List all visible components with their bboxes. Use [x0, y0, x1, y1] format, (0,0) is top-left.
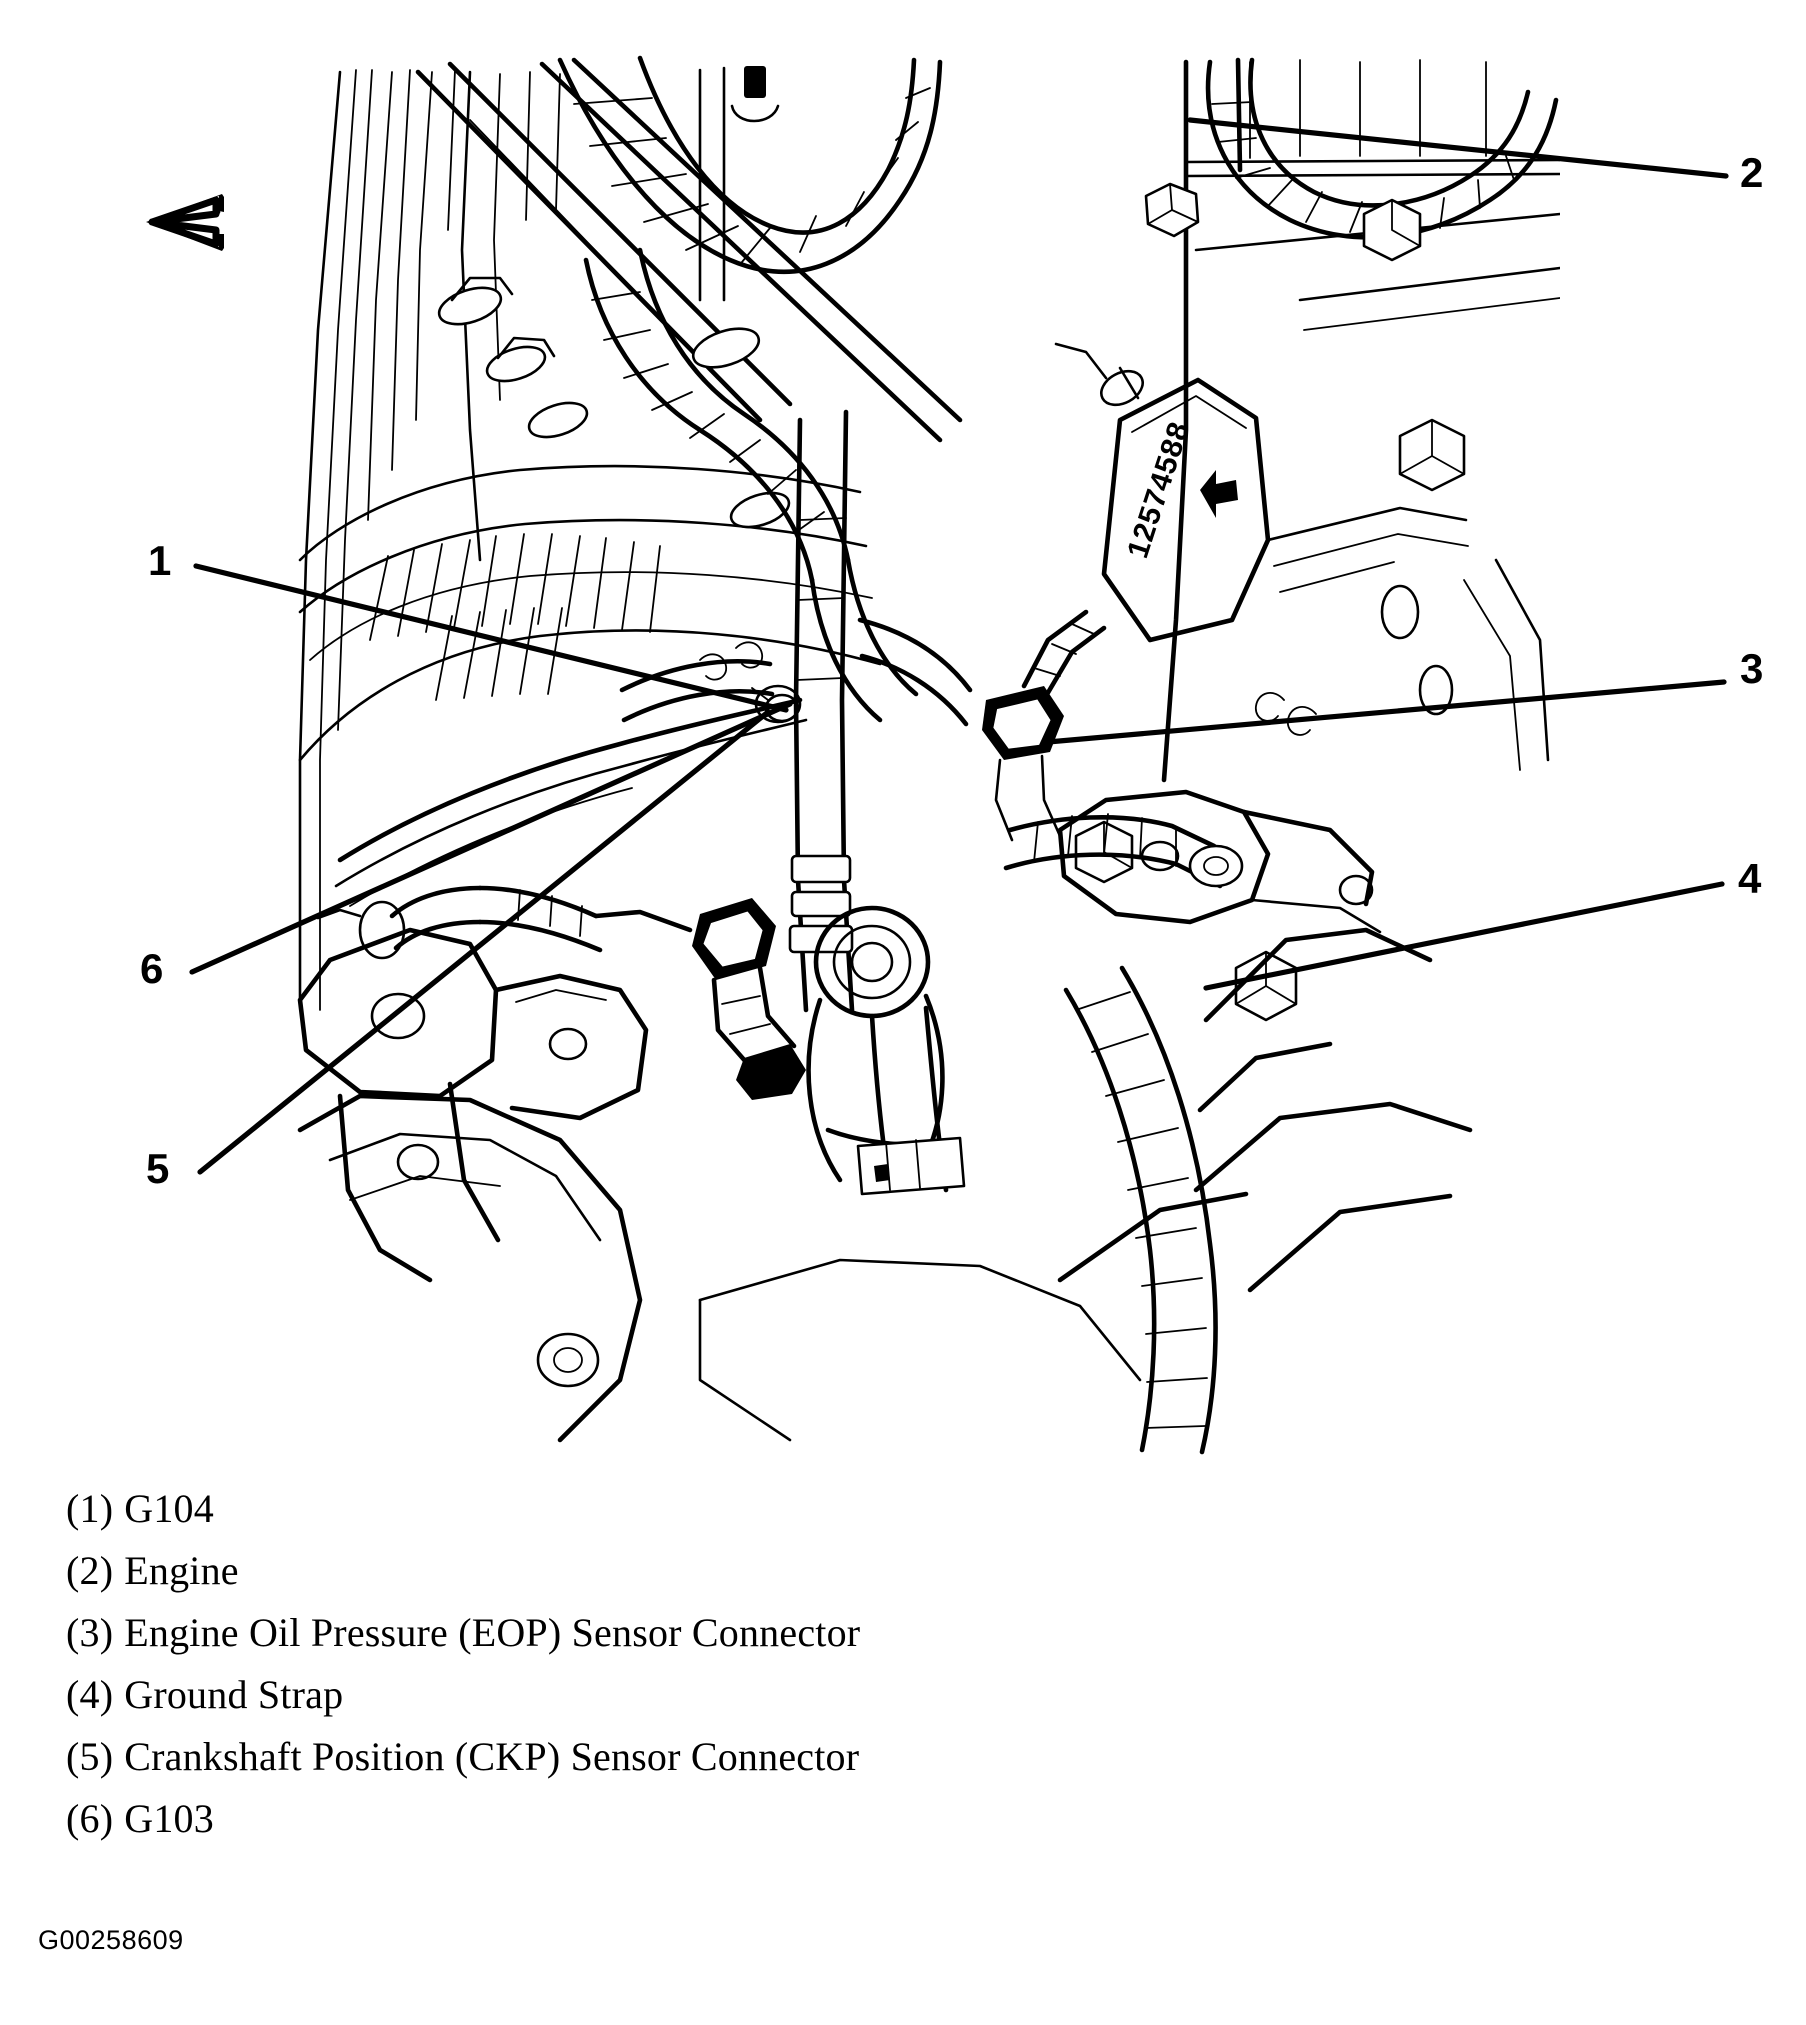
legend-index-1: (1) [66, 1486, 114, 1531]
legend-index-5: (5) [66, 1734, 114, 1779]
right-cowl [1380, 558, 1550, 771]
figure-id-text: G00258609 [38, 1925, 184, 1955]
callout-number-4: 4 [1738, 855, 1762, 902]
mount-bracket [1057, 789, 1382, 934]
callout-number-3: 3 [1740, 645, 1764, 692]
leader-line-1 [193, 563, 789, 713]
callout-number-5: 5 [146, 1145, 170, 1192]
firewall-panel [298, 69, 561, 1011]
leader-line-5 [197, 709, 771, 1175]
top-fastener [730, 66, 780, 123]
legend-index-4: (4) [66, 1672, 114, 1717]
legend-index-6: (6) [66, 1796, 114, 1841]
lower-left-structure [297, 927, 649, 1443]
legend-label-1: G104 [124, 1486, 214, 1531]
legend-label-3: Engine Oil Pressure (EOP) Sensor Connect… [124, 1610, 861, 1655]
leader-line-3 [1045, 679, 1727, 745]
legend-item-6: (6)G103 [0, 1788, 1806, 1850]
lower-center-hose [825, 1005, 966, 1196]
callout-number-2: 2 [1740, 149, 1764, 196]
legend-item-1: (1)G104 [0, 1478, 1806, 1540]
upper-struts [415, 57, 963, 443]
figure-panel: .ln { fill:none; stroke:#000; stroke-wid… [140, 55, 1764, 1455]
eop-sensor-connector [982, 609, 1107, 842]
legend-label-2: Engine [124, 1548, 239, 1593]
wiring-harness [316, 617, 973, 960]
hex-bolt [1398, 418, 1466, 492]
leader-lines [189, 117, 1729, 1175]
legend-label-6: G103 [124, 1796, 214, 1841]
fuel-rail [437, 276, 791, 529]
legend-list: (1)G104 (2)Engine (3)Engine Oil Pressure… [0, 1478, 1806, 1850]
legend-index-2: (2) [66, 1548, 114, 1593]
ckp-sensor-connector [593, 898, 806, 1100]
ground-strap [1003, 813, 1244, 889]
legend-item-2: (2)Engine [0, 1540, 1806, 1602]
legend-item-4: (4)Ground Strap [0, 1664, 1806, 1726]
legend-label-4: Ground Strap [124, 1672, 344, 1717]
hex-bolt [1234, 950, 1298, 1022]
hex-bolt [1144, 182, 1200, 238]
engine-compartment-line-drawing: .ln { fill:none; stroke:#000; stroke-wid… [146, 55, 1729, 1455]
hex-bolt [1362, 198, 1422, 262]
leader-line-6 [189, 701, 793, 975]
lower-right-hose [1063, 965, 1218, 1455]
legend-label-5: Crankshaft Position (CKP) Sensor Connect… [124, 1734, 860, 1779]
callout-number-6: 6 [140, 945, 164, 992]
leader-line-2 [1187, 117, 1729, 179]
legend-index-3: (3) [66, 1610, 114, 1655]
legend-item-5: (5)Crankshaft Position (CKP) Sensor Conn… [0, 1726, 1806, 1788]
legend-item-3: (3)Engine Oil Pressure (EOP) Sensor Conn… [0, 1602, 1806, 1664]
callout-number-1: 1 [148, 537, 172, 584]
leader-line-4 [1203, 881, 1725, 991]
valve-cover [298, 464, 882, 762]
direction-arrow-icon [146, 194, 224, 251]
